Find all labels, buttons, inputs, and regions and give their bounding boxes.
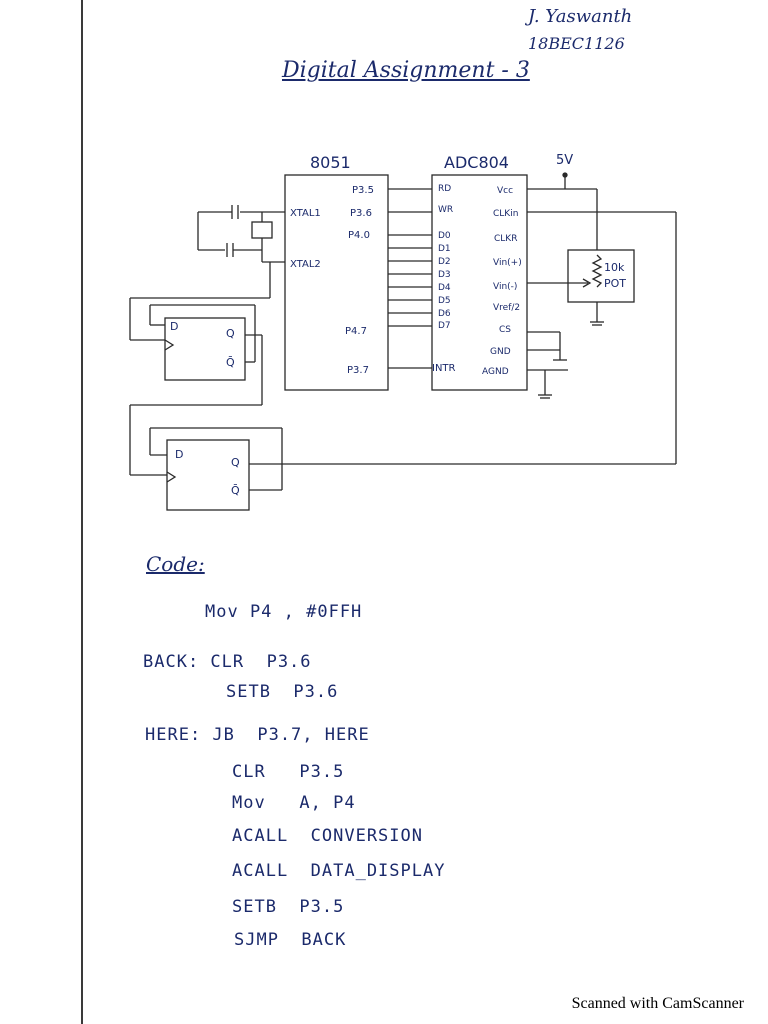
- mcu-pin-p3-5: P3.5: [352, 185, 374, 196]
- author-id: 18BEC1126: [528, 34, 625, 53]
- mcu-pin-p3-6: P3.6: [350, 208, 372, 219]
- adc-pin-intr: INTR: [432, 363, 456, 374]
- pot-name-label: POT: [604, 277, 626, 290]
- code-line-5: CLR P3.5: [232, 762, 345, 782]
- code-line-7: ACALL CONVERSION: [232, 826, 423, 846]
- ff1-d-label: D: [170, 320, 178, 333]
- mcu-pin-p4-7: P4.7: [345, 326, 367, 337]
- adc-pin-d3: D3: [438, 270, 451, 280]
- adc-pin-d6: D6: [438, 309, 451, 319]
- adc-pin-rd: RD: [438, 184, 451, 194]
- code-line-2: BACK: CLR P3.6: [143, 652, 312, 672]
- mcu-pin-p4-0: P4.0: [348, 230, 370, 241]
- adc-pin-d2: D2: [438, 257, 451, 267]
- adc-pin-d5: D5: [438, 296, 451, 306]
- power-supply-5v: [527, 172, 598, 250]
- adc-pin-clkin: CLKin: [493, 209, 518, 219]
- crystal-oscillator: [197, 205, 285, 263]
- mcu-label: 8051: [310, 153, 351, 172]
- code-heading: Code:: [146, 552, 205, 576]
- code-line-10: SJMP BACK: [234, 930, 347, 950]
- pot-value-label: 10k: [604, 261, 625, 274]
- code-line-6: Mov A, P4: [232, 793, 356, 813]
- flip-flop-1: [129, 262, 271, 406]
- adc-pin-clkr: CLKR: [494, 234, 517, 244]
- mcu-8051-block: [284, 174, 389, 391]
- adc-pin-agnd: AGND: [482, 367, 509, 377]
- code-line-1: Mov P4 , #0FFH: [205, 602, 363, 622]
- mcu-pin-xtal2: XTAL2: [290, 259, 321, 270]
- ff1-qbar-label: Q̄: [226, 356, 235, 369]
- ff2-d-label: D: [175, 448, 183, 461]
- mcu-pin-xtal1: XTAL1: [290, 208, 321, 219]
- flip-flop-2: [129, 211, 677, 511]
- page-title: Digital Assignment - 3: [282, 58, 530, 83]
- adc-pin-cs: CS: [499, 325, 511, 335]
- adc-pin-vref: Vref/2: [493, 303, 520, 313]
- adc-label: ADC804: [444, 153, 509, 172]
- adc-pin-vin-minus: Vin(-): [493, 282, 517, 292]
- code-line-3: SETB P3.6: [226, 682, 339, 702]
- adc-pin-wr: WR: [438, 205, 453, 215]
- adc-pin-d0: D0: [438, 231, 451, 241]
- supply-5v-label: 5V: [556, 153, 573, 168]
- adc-pin-d4: D4: [438, 283, 451, 293]
- code-line-9: SETB P3.5: [232, 897, 345, 917]
- adc-pin-d1: D1: [438, 244, 451, 254]
- ff1-q-label: Q: [226, 327, 235, 340]
- author-name: J. Yaswanth: [528, 6, 633, 27]
- mcu-pin-p3-7: P3.7: [347, 365, 369, 376]
- adc-pin-gnd: GND: [490, 347, 511, 357]
- page-edge-line: [81, 0, 83, 1024]
- ff2-q-label: Q: [231, 456, 240, 469]
- ground-connections: [527, 331, 568, 399]
- data-bus-wires: [388, 188, 432, 369]
- scanner-watermark: Scanned with CamScanner: [571, 995, 744, 1012]
- adc-pin-d7: D7: [438, 321, 451, 331]
- potentiometer-10k: [527, 249, 635, 326]
- adc-pin-vin-plus: Vin(+): [493, 258, 522, 268]
- ff2-qbar-label: Q̄: [231, 484, 240, 497]
- adc-pin-vcc: Vcc: [497, 186, 513, 196]
- code-line-8: ACALL DATA_DISPLAY: [232, 861, 446, 881]
- code-line-4: HERE: JB P3.7, HERE: [145, 725, 370, 745]
